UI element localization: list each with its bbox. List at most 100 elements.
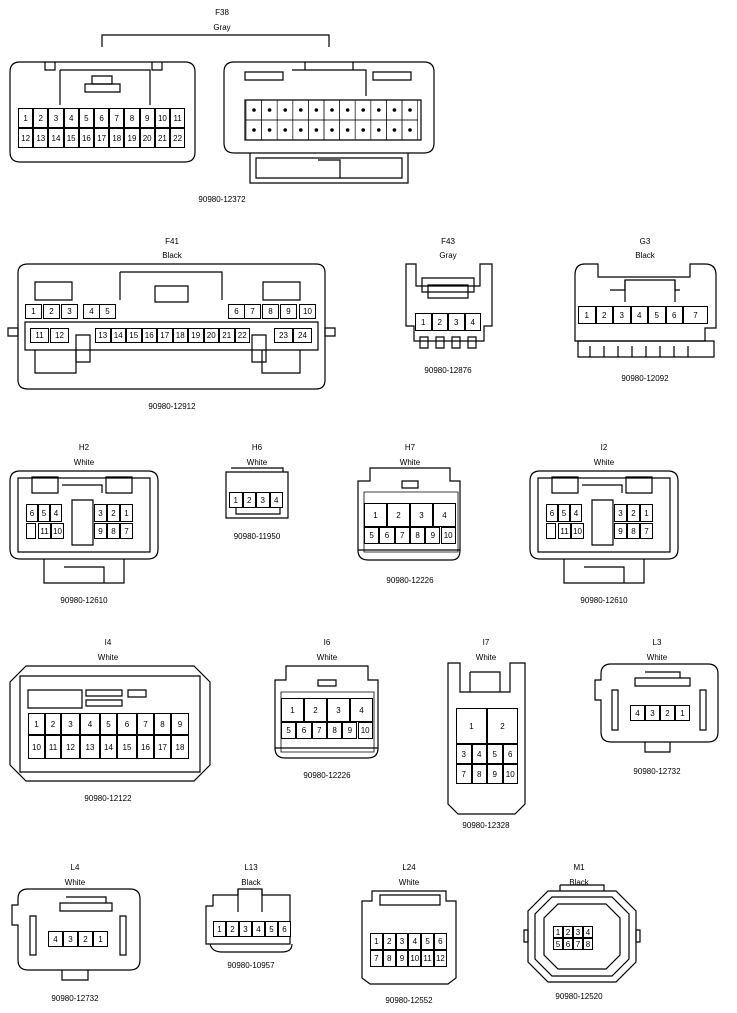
pin-cell: 2: [304, 698, 327, 722]
connector-id-l3: L3: [652, 638, 662, 647]
pin-cell: 7: [109, 108, 125, 128]
pin-cell: 2: [563, 926, 573, 938]
connector-color-f41: Black: [162, 251, 182, 260]
pin-cell: 2: [33, 108, 49, 128]
connector-color-i4: White: [97, 653, 119, 662]
pin-cell: 18: [172, 328, 188, 343]
pin-cell: 9: [280, 304, 297, 319]
pin-cell: 3: [456, 744, 472, 764]
connector-id-h7: H7: [404, 443, 416, 452]
pin-cell: 11: [170, 108, 186, 128]
pin-cell: 6: [296, 722, 312, 739]
pin-cell: 1: [93, 931, 108, 947]
pin-cell: 9: [139, 108, 155, 128]
terminal-dot: [361, 128, 366, 132]
terminal-dot: [283, 128, 288, 132]
pin-cell: 14: [48, 128, 64, 148]
part-number-f41: 90980-12912: [148, 402, 196, 411]
pin-cell: 4: [408, 933, 422, 950]
pin-cell: 5: [100, 713, 117, 735]
pin-cell: 10: [299, 304, 316, 319]
pin-cell: 13: [95, 328, 111, 343]
part-number-g3: 90980-12092: [621, 374, 669, 383]
part-number-f38: 90980-12372: [198, 195, 246, 204]
pin-cell: 20: [139, 128, 155, 148]
pin-cell: 10: [408, 950, 422, 967]
pin-cell: 7: [456, 764, 472, 784]
pin-cell: 3: [573, 926, 583, 938]
part-number-i6: 90980-12226: [303, 771, 351, 780]
pin-cell: 4: [350, 698, 373, 722]
pin-cell: 4: [48, 931, 63, 947]
connector-color-l4: White: [64, 878, 86, 887]
connector-color-l3: White: [646, 653, 668, 662]
part-number-h6: 90980-11950: [233, 532, 281, 541]
pin-cell: 11: [421, 950, 434, 967]
terminal-dot: [377, 108, 381, 112]
terminal-dot: [392, 128, 397, 132]
pin-cell: 5: [265, 921, 278, 937]
pin-cell: 11: [38, 523, 51, 539]
pin-cell: 2: [242, 492, 256, 508]
pin-cell: 3: [61, 304, 78, 319]
pin-cell: 3: [448, 313, 465, 331]
pin-cell: 5: [99, 304, 116, 319]
pin-cell: 3: [94, 504, 107, 522]
pin-cell: 5: [648, 306, 666, 324]
pin-cell: 6: [434, 933, 447, 950]
part-number-f43: 90980-12876: [424, 366, 472, 375]
pin-cell: 12: [434, 950, 447, 967]
pin-cell: 2: [78, 931, 93, 947]
pin-cell: 12: [61, 735, 80, 759]
connector-id-h6: H6: [251, 443, 263, 452]
part-number-i4: 90980-12122: [84, 794, 132, 803]
pin-cell: 7: [640, 523, 653, 539]
pin-cell: 5: [553, 938, 563, 950]
pin-cell: 1: [364, 503, 387, 527]
pin-cell: 3: [410, 503, 433, 527]
terminal-dot: [252, 108, 256, 112]
pin-cell: 12: [18, 128, 34, 148]
pin-cell: 1: [281, 698, 304, 722]
terminal-dot: [392, 108, 397, 112]
pin-cell: 22: [170, 128, 186, 148]
pin-cell: 9: [395, 950, 409, 967]
pin-cell: 8: [627, 523, 640, 539]
connector-id-i2: I2: [600, 443, 608, 452]
terminal-dot: [252, 128, 256, 132]
pin-cell: 16: [141, 328, 157, 343]
pin-cell: 10: [440, 527, 456, 544]
pin-cell: 7: [244, 304, 261, 319]
pin-cell: 8: [107, 523, 120, 539]
pin-cell: 2: [226, 921, 239, 937]
pin-cell: 8: [382, 950, 396, 967]
pin-cell: 1: [415, 313, 432, 331]
pin-cell: 1: [229, 492, 243, 508]
pin-cell: 1: [456, 708, 487, 744]
pin-cell: 15: [117, 735, 137, 759]
pin-cell: 17: [154, 735, 171, 759]
connector-color-m1: Black: [569, 878, 589, 887]
pin-cell: 17: [94, 128, 110, 148]
part-number-i7: 90980-12328: [462, 821, 510, 830]
pin-cell: 13: [33, 128, 49, 148]
pin-cell: 10: [28, 735, 45, 759]
pin-cell: 20: [203, 328, 219, 343]
terminal-dot: [299, 128, 303, 132]
pin-cell: 4: [570, 504, 582, 522]
terminal-dot: [377, 128, 381, 132]
pin-cell: 5: [487, 744, 503, 764]
connector-id-g3: G3: [639, 237, 651, 246]
connector-id-f41: F41: [165, 237, 179, 246]
pin-cell: 2: [627, 504, 640, 522]
pin-cell: 2: [595, 306, 613, 324]
pin-cell: 3: [395, 933, 409, 950]
pin-cell: 7: [370, 950, 383, 967]
pin-cell: 3: [327, 698, 350, 722]
pin-cell: 2: [107, 504, 120, 522]
pin-cell: 8: [124, 108, 140, 128]
connector-id-f43: F43: [441, 237, 455, 246]
pin-cell: 6: [563, 938, 573, 950]
connector-color-g3: Black: [635, 251, 655, 260]
empty-cavity: [26, 523, 36, 539]
